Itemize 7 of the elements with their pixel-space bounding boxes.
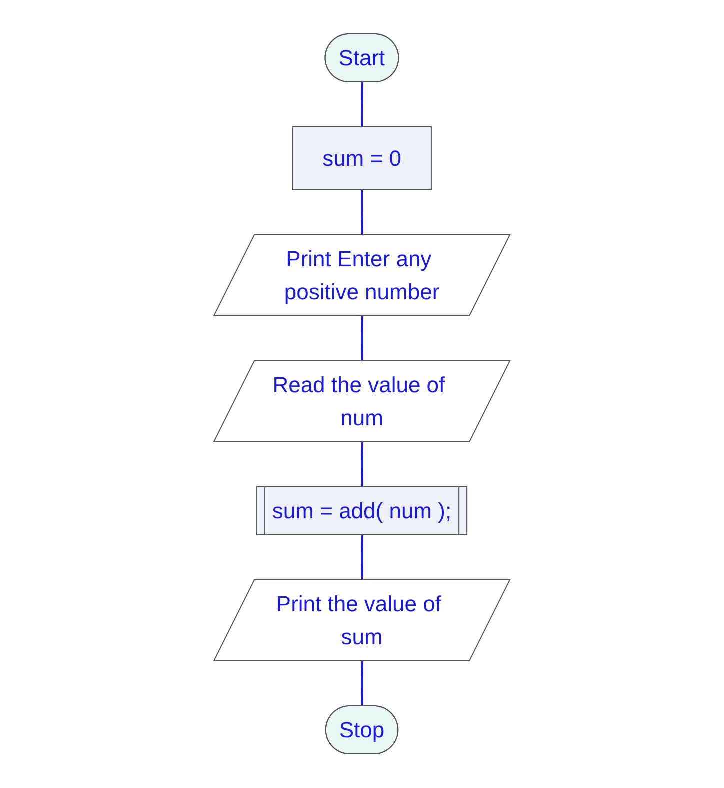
connector [361, 661, 364, 707]
connector [361, 316, 364, 362]
connector [361, 535, 364, 581]
connector [361, 190, 364, 236]
connector [361, 82, 364, 127]
connector [361, 442, 364, 488]
node-box: sum = 0 [292, 126, 432, 190]
